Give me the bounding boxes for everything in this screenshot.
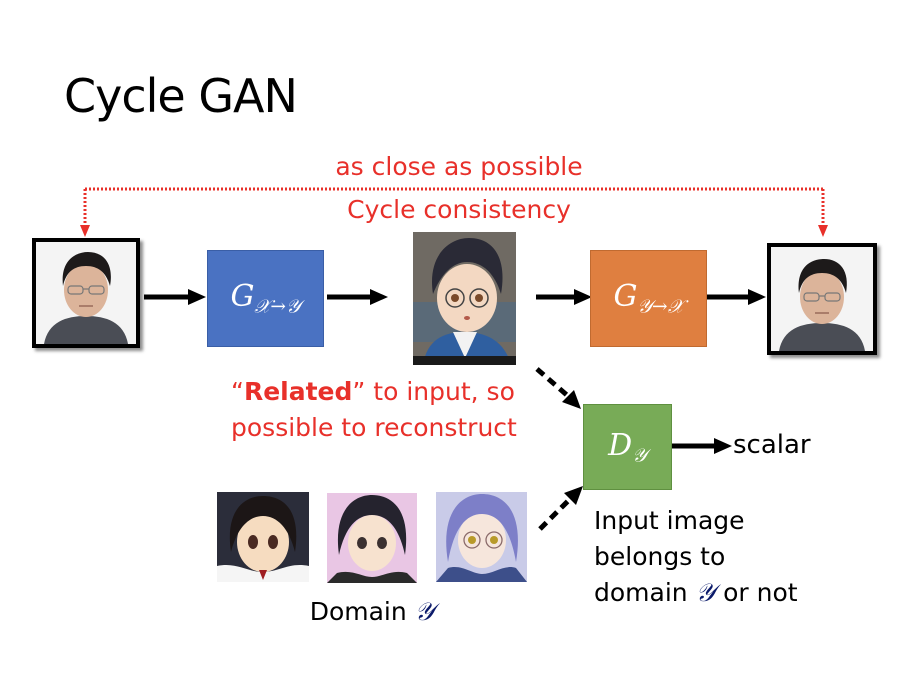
anime-girl-1-icon [217,492,309,582]
cycle-arrowhead-left [80,225,90,237]
discriminator-label: D𝒴 [608,427,647,467]
domain-sample-3 [436,492,527,582]
reconstructed-photo [767,243,877,355]
cycle-top-label: as close as possible [335,152,583,181]
arrow-generated-to-gyx [536,289,592,305]
discriminator-y: D𝒴 [583,404,672,490]
related-bold-word: Related [243,377,353,406]
dashed-arrow-domain-to-discriminator [538,486,583,531]
discriminator-note-line3: domain 𝒴 or not [594,578,798,607]
domain-sample-2 [327,493,417,583]
anime-girl-3-icon [436,492,527,582]
cycle-bottom-label: Cycle consistency [347,195,571,224]
related-note-line2: possible to reconstruct [231,413,517,442]
domain-sample-1 [217,492,309,582]
generator-y-to-x-label: G𝒴→𝒳 [613,279,684,318]
reconstructed-face-photo-icon [771,247,873,351]
generator-x-to-y: G𝒳→𝒴 [207,250,324,347]
discriminator-note-line2: belongs to [594,542,726,571]
generator-y-to-x: G𝒴→𝒳 [590,250,707,347]
dashed-arrow-generated-to-discriminator [535,367,581,409]
input-photo [32,238,140,348]
discriminator-note-line1: Input image [594,506,745,535]
generated-anime-image [413,232,516,365]
domain-y-label: Domain 𝒴 [309,597,435,626]
cycle-consistency-connector [80,187,828,237]
slide-title: Cycle GAN [64,69,298,123]
cycle-arrowhead-right [818,225,828,237]
anime-character-with-glasses-icon [413,232,516,365]
arrow-gxy-to-generated [327,289,388,305]
related-note-line1: “Related” to input, so [231,377,515,406]
arrow-input-to-gxy [144,289,206,305]
arrow-discriminator-to-scalar [671,438,732,454]
real-face-photo-icon [36,242,136,344]
anime-girl-2-icon [327,493,417,583]
generator-x-to-y-label: G𝒳→𝒴 [230,279,301,318]
scalar-output-label: scalar [733,430,811,460]
arrow-gyx-to-output [707,289,766,305]
